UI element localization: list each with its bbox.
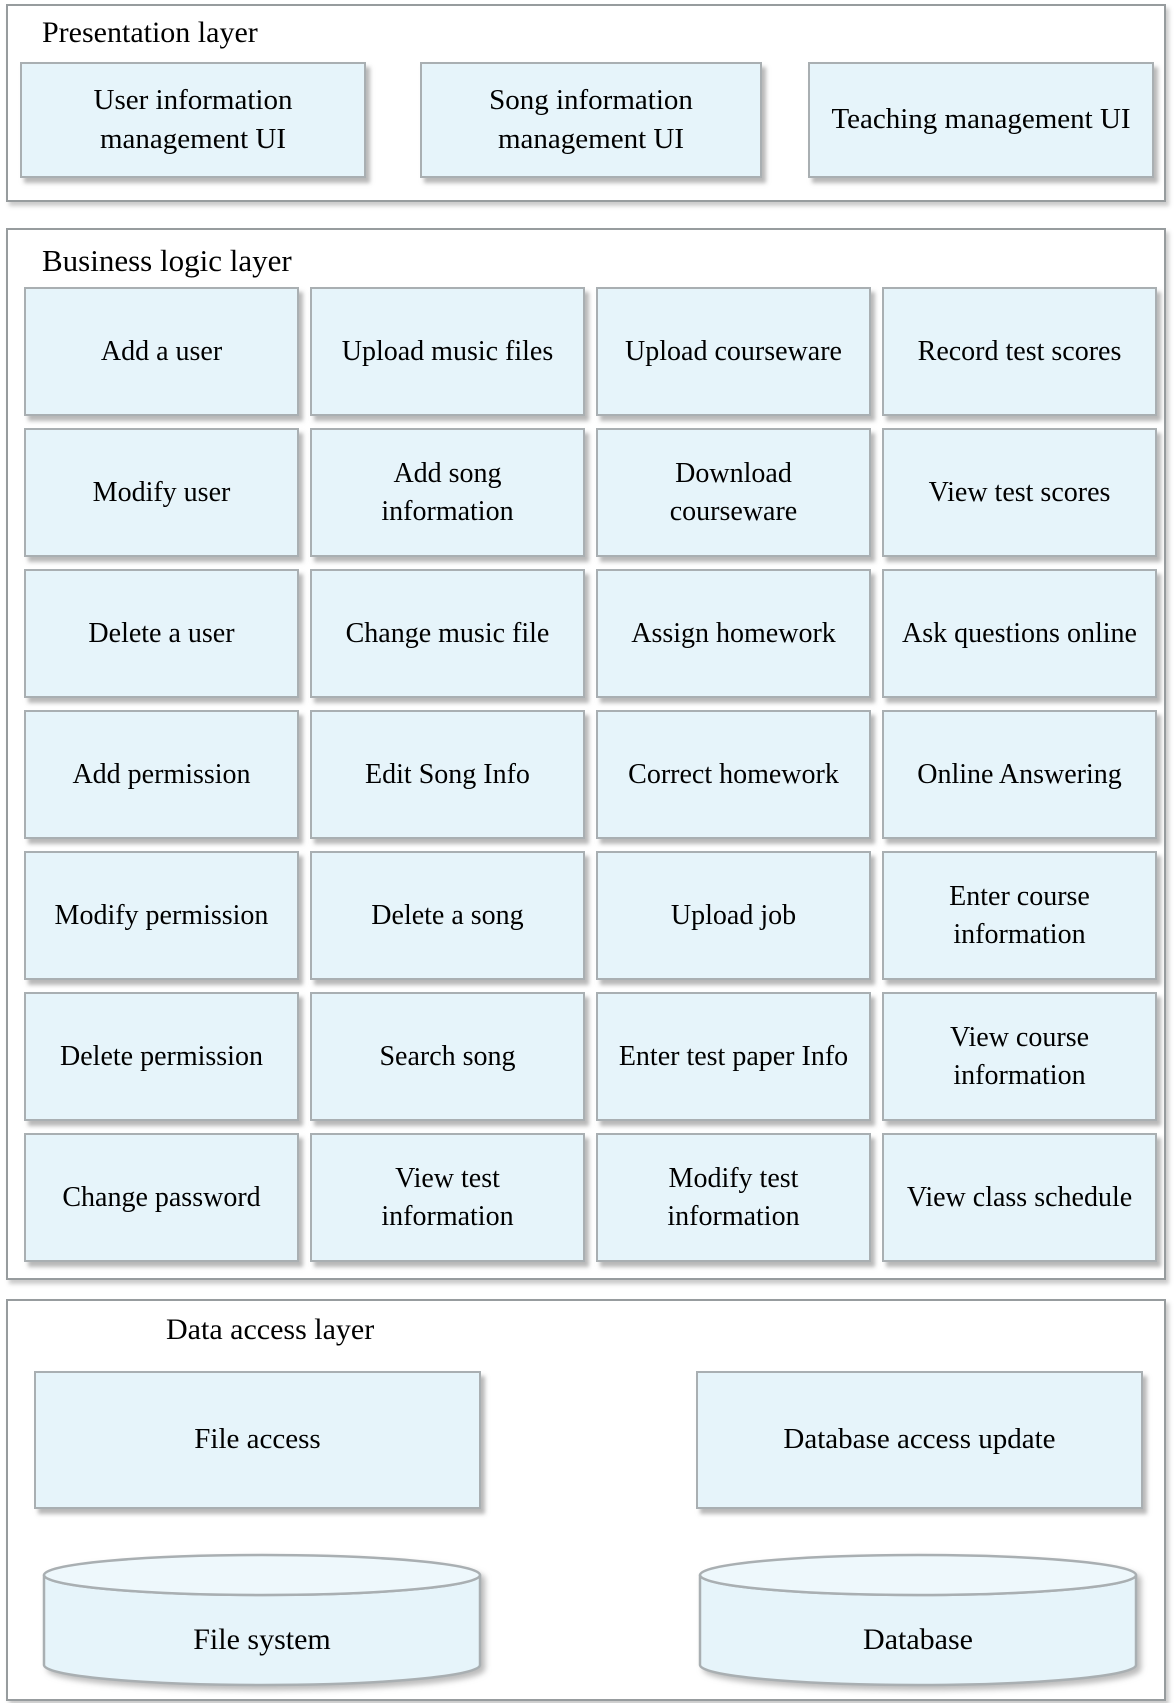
cylinder-file-system: File system	[42, 1553, 482, 1689]
business-box: Modify test information	[596, 1133, 871, 1262]
business-box: View class schedule	[882, 1133, 1157, 1262]
business-box: Record test scores	[882, 287, 1157, 416]
business-box: View course information	[882, 992, 1157, 1121]
business-box: Change password	[24, 1133, 299, 1262]
cylinder-database-label: Database	[863, 1623, 973, 1656]
business-boxes-grid: Add a user Upload music files Upload cou…	[24, 287, 1157, 1262]
business-box: Assign homework	[596, 569, 871, 698]
business-box: Add a user	[24, 287, 299, 416]
business-box: Search song	[310, 992, 585, 1121]
data-box-database-access-update: Database access update	[696, 1371, 1143, 1509]
business-box: Modify user	[24, 428, 299, 557]
business-box: Correct homework	[596, 710, 871, 839]
business-box: View test information	[310, 1133, 585, 1262]
presentation-layer-title: Presentation layer	[42, 16, 258, 49]
database-cylinder-shape	[698, 1553, 1138, 1687]
business-box: Delete a user	[24, 569, 299, 698]
business-box: Online Answering	[882, 710, 1157, 839]
presentation-box-teaching: Teaching management UI	[808, 62, 1154, 178]
business-box: Enter course information	[882, 851, 1157, 980]
data-box-file-access: File access	[34, 1371, 481, 1509]
business-box: Enter test paper Info	[596, 992, 871, 1121]
business-box: Modify permission	[24, 851, 299, 980]
presentation-box-user-information: User information management UI	[20, 62, 366, 178]
cylinder-database: Database	[698, 1553, 1138, 1689]
business-logic-layer-title: Business logic layer	[42, 243, 292, 278]
business-box: Upload job	[596, 851, 871, 980]
business-box: Add permission	[24, 710, 299, 839]
data-access-layer-title: Data access layer	[166, 1313, 375, 1346]
presentation-layer-container: Presentation layer User information mana…	[6, 4, 1166, 202]
business-box: Ask questions online	[882, 569, 1157, 698]
business-box: Download courseware	[596, 428, 871, 557]
business-box: Change music file	[310, 569, 585, 698]
business-box: View test scores	[882, 428, 1157, 557]
business-box: Edit Song Info	[310, 710, 585, 839]
business-box: Delete permission	[24, 992, 299, 1121]
data-access-layer-container: Data access layer File access Database a…	[6, 1299, 1166, 1701]
business-box: Upload courseware	[596, 287, 871, 416]
business-box: Add song information	[310, 428, 585, 557]
database-cylinder-shape	[42, 1553, 482, 1687]
presentation-box-song-information: Song information management UI	[420, 62, 762, 178]
business-box: Upload music files	[310, 287, 585, 416]
business-box: Delete a song	[310, 851, 585, 980]
business-logic-layer-container: Business logic layer Add a user Upload m…	[6, 228, 1166, 1280]
cylinder-file-system-label: File system	[193, 1623, 331, 1656]
